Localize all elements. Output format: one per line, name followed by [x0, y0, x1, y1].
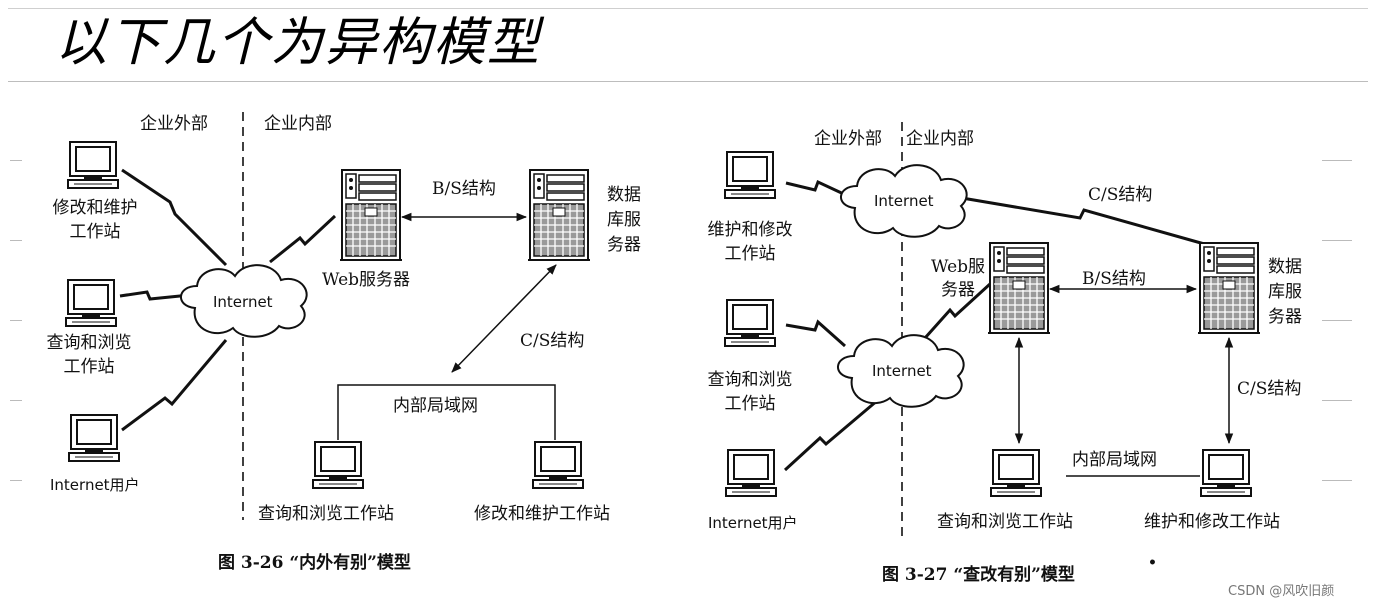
- margin-tick: [1322, 320, 1352, 321]
- note-divider: [8, 81, 1368, 82]
- margin-tick: [10, 480, 22, 481]
- page-top-line: [8, 8, 1368, 9]
- left-cs-label: C/S结构: [520, 331, 585, 351]
- right-bs-label: B/S结构: [1082, 269, 1146, 289]
- left-lan-bus: [337, 384, 556, 440]
- left-workstation-top-label: 修改和维护 工作站: [52, 198, 138, 242]
- left-lightning-links: [119, 168, 337, 432]
- right-outside-label: 企业外部: [814, 129, 882, 149]
- left-cs-arrow: [451, 264, 557, 373]
- right-inside-label: 企业内部: [906, 129, 974, 149]
- right-web-server: [987, 242, 1051, 334]
- right-lan-label: 内部局域网: [1072, 450, 1157, 470]
- left-workstation-mid-label: 查询和浏览 工作站: [46, 333, 132, 377]
- margin-tick: [1322, 240, 1352, 241]
- right-web-server-label: Web服 务器: [930, 257, 986, 300]
- left-bs-label: B/S结构: [432, 179, 496, 199]
- left-cloud-label: Internet: [213, 293, 273, 311]
- left-figure-caption: 图 3-26 “内外有别”模型: [218, 553, 411, 573]
- right-workstation-mid-label: 查询和浏览 工作站: [707, 370, 793, 414]
- right-workstation-mid: [724, 299, 776, 347]
- left-lan-workstation-left: [312, 441, 364, 489]
- right-cs-right-label: C/S结构: [1237, 379, 1302, 399]
- left-web-server-label: Web服务器: [322, 270, 411, 290]
- right-lan-workstation-left-label: 查询和浏览工作站: [937, 512, 1073, 532]
- right-cloud-top-label: Internet: [874, 192, 934, 210]
- right-figure-caption: 图 3-27 “查改有别”模型: [882, 565, 1075, 585]
- right-cs-top-label: C/S结构: [1088, 185, 1153, 205]
- right-workstation-top-label: 维护和修改 工作站: [707, 220, 793, 264]
- right-lan-workstation-left: [990, 449, 1042, 497]
- right-lightning-links: [783, 179, 1209, 472]
- left-db-server: [527, 169, 591, 261]
- margin-tick: [1322, 400, 1352, 401]
- right-workstation-top: [724, 151, 776, 199]
- left-lan-label: 内部局域网: [393, 396, 478, 416]
- margin-tick: [10, 400, 22, 401]
- left-workstation-top: [67, 141, 119, 189]
- margin-tick: [10, 160, 22, 161]
- left-outside-label: 企业外部: [140, 114, 208, 134]
- left-internet-user-label: Internet用户: [50, 476, 140, 494]
- left-inside-label: 企业内部: [264, 114, 332, 134]
- right-db-server-label: 数据 库服 务器: [1268, 257, 1302, 327]
- right-cloud-mid-label: Internet: [872, 362, 932, 380]
- csdn-watermark: CSDN @风吹旧颜: [1228, 584, 1335, 599]
- margin-tick: [1322, 480, 1352, 481]
- left-db-server-label: 数据 库服 务器: [607, 185, 641, 255]
- left-internet-user: [68, 414, 120, 462]
- left-lan-workstation-right: [532, 441, 584, 489]
- handwritten-note-title: 以下几个为异构模型: [55, 13, 542, 73]
- caption-mark: •: [1148, 555, 1157, 571]
- margin-tick: [1322, 160, 1352, 161]
- right-internet-user: [725, 449, 777, 497]
- left-workstation-mid: [65, 279, 117, 327]
- left-web-server: [339, 169, 403, 261]
- margin-tick: [10, 240, 22, 241]
- right-db-server: [1197, 242, 1261, 334]
- left-lan-workstation-left-label: 查询和浏览工作站: [258, 504, 394, 524]
- right-lan-workstation-right-label: 维护和修改工作站: [1144, 512, 1280, 532]
- margin-tick: [10, 320, 22, 321]
- right-internet-user-label: Internet用户: [708, 514, 798, 532]
- right-lan-workstation-right: [1200, 449, 1252, 497]
- left-lan-workstation-right-label: 修改和维护工作站: [474, 504, 610, 524]
